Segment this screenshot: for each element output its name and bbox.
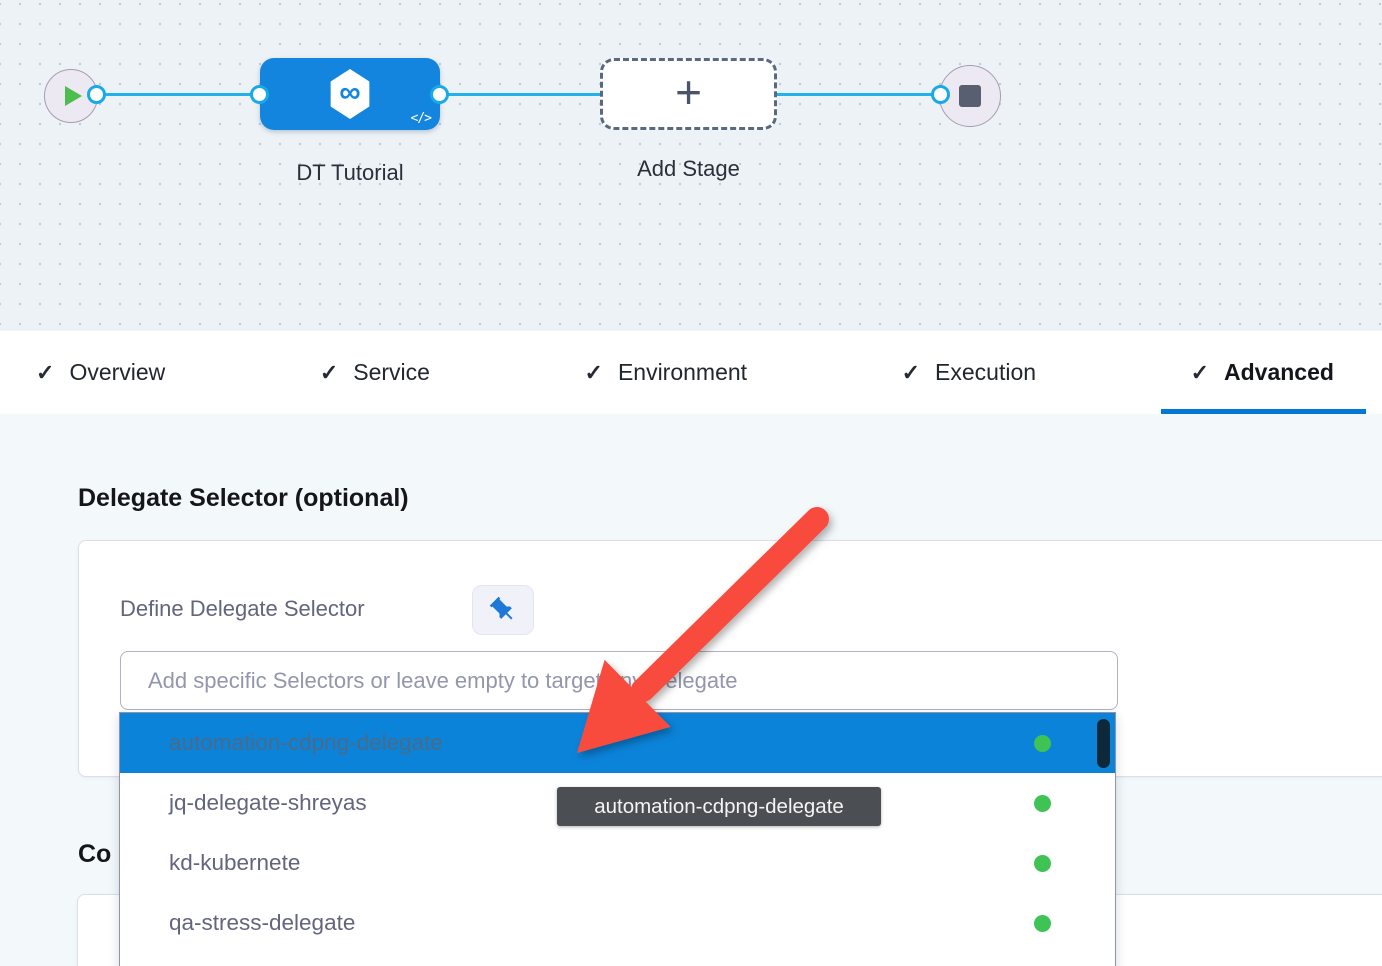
play-icon [65, 86, 82, 106]
check-icon: ✓ [584, 359, 603, 385]
delegate-selector-heading: Delegate Selector (optional) [78, 484, 409, 512]
pipeline-canvas[interactable]: ∞ </> DT Tutorial + Add Stage [0, 0, 1382, 332]
code-icon[interactable]: </> [410, 111, 433, 126]
port-stage-in[interactable] [250, 85, 269, 104]
status-connected-dot [1034, 734, 1051, 752]
tab-environment[interactable]: ✓ Environment [584, 359, 748, 385]
delegate-options-dropdown: automation-cdpng-delegate jq-delegate-sh… [119, 712, 1116, 966]
stage-config-tabbar: ✓ Overview ✓ Service ✓ Environment ✓ Exe… [0, 331, 1382, 414]
pipeline-start-node[interactable] [44, 69, 98, 123]
pin-button[interactable] [472, 585, 534, 635]
add-stage-node[interactable]: + [600, 58, 777, 130]
stage-label: DT Tutorial [296, 160, 404, 185]
check-icon: ✓ [36, 359, 55, 385]
tab-execution[interactable]: ✓ Execution [901, 359, 1037, 385]
dropdown-option-qa-stress-delegate[interactable]: qa-stress-delegate [120, 893, 1115, 953]
tab-service[interactable]: ✓ Service [319, 359, 430, 385]
tab-advanced[interactable]: ✓ Advanced [1160, 331, 1367, 414]
dropdown-option-kd-kubernete[interactable]: kd-kubernete [120, 833, 1115, 893]
tab-overview[interactable]: ✓ Overview [36, 359, 166, 385]
stage-node-dt-tutorial[interactable]: ∞ </> [260, 58, 440, 130]
status-connected-dot [1034, 794, 1051, 812]
pushpin-icon [489, 596, 513, 620]
edge-stage-to-addstage [440, 93, 600, 96]
dropdown-option-jq-delegate-shreyas[interactable]: jq-delegate-shreyas [120, 773, 1115, 833]
next-section-heading: Co [78, 840, 112, 868]
plus-icon: + [675, 66, 702, 118]
add-stage-label: Add Stage [637, 156, 740, 181]
dropdown-scrollbar-thumb[interactable] [1097, 719, 1110, 768]
harness-deploy-stage-icon: ∞ [330, 69, 370, 119]
check-icon: ✓ [319, 359, 339, 385]
edge-start-to-stage [70, 93, 260, 96]
status-connected-dot [1034, 914, 1051, 932]
define-delegate-selector-label: Define Delegate Selector [120, 596, 365, 621]
delegate-selector-input[interactable] [120, 651, 1118, 710]
check-icon: ✓ [1190, 359, 1210, 385]
edge-addstage-to-end [777, 93, 941, 96]
stop-icon [959, 85, 981, 107]
port-end-in[interactable] [931, 85, 950, 104]
dropdown-option-automation-cdpng-delegate[interactable]: automation-cdpng-delegate [120, 713, 1115, 773]
port-start-out[interactable] [87, 85, 106, 104]
check-icon: ✓ [901, 359, 921, 385]
option-tooltip: automation-cdpng-delegate [557, 787, 881, 826]
status-connected-dot [1034, 854, 1051, 872]
port-stage-out[interactable] [430, 85, 449, 104]
